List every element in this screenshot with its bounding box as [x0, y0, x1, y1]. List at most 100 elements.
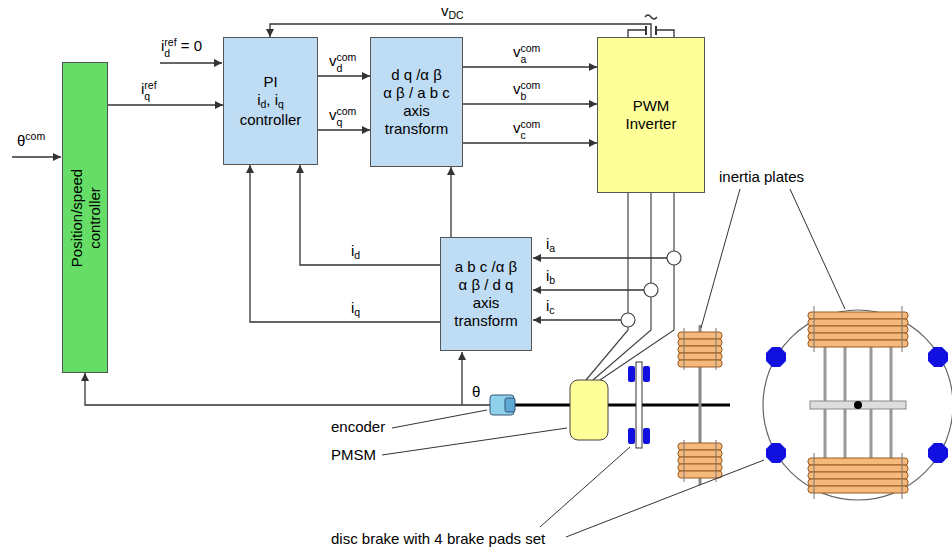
text-part: v: [513, 43, 521, 60]
signal-label: vdcom: [328, 52, 357, 73]
leader-line: [382, 189, 845, 537]
inverter-box: PWM Inverter: [597, 37, 705, 193]
inertia-plate: [716, 440, 717, 482]
text-part: encoder: [331, 418, 385, 435]
inertia-plate: [678, 325, 722, 485]
text-part: inertia plates: [719, 168, 804, 185]
script-stack: dref: [164, 37, 176, 58]
superscript: com: [521, 43, 541, 54]
current-sensor: [667, 251, 681, 265]
signal-arrow: [300, 165, 440, 265]
feedback-line: [85, 352, 490, 405]
signal-arrow: [108, 104, 223, 105]
text-part: i: [351, 299, 354, 316]
inertia-plate: [678, 346, 722, 353]
text-part: PWM: [633, 97, 670, 114]
signal-arrow: [318, 75, 370, 76]
pmsm-motor: [570, 380, 608, 440]
input-arrow: [160, 62, 222, 63]
inertia-plate: [678, 443, 722, 450]
signal-arrow: [463, 142, 597, 143]
inertia-plate: [808, 479, 908, 486]
subscript: d: [164, 48, 176, 59]
part-label: disc brake with 4 brake pads set: [330, 530, 546, 548]
sensor-arrow: [533, 257, 667, 258]
inertia-plate: [678, 464, 722, 471]
text-part: PMSM: [331, 446, 376, 463]
mounting-bolt: [766, 347, 786, 367]
part-label: inertia plates: [718, 168, 805, 186]
inertia-plate: [814, 453, 815, 499]
current-sensor: [644, 283, 658, 297]
script-stack: qcom: [337, 106, 357, 127]
inertia-plate: [808, 472, 908, 479]
transform-box: d q /α β α β / a b c axis transform: [370, 37, 463, 167]
script-stack: bcom: [521, 80, 541, 101]
subscript: q: [354, 306, 360, 318]
inertia-plate: [684, 328, 685, 370]
inertia-plate: [808, 319, 908, 326]
text-part: controller: [85, 187, 102, 249]
sensor-arrow: [533, 289, 644, 290]
mounting-bolt: [766, 443, 786, 463]
subscript: q: [278, 98, 284, 110]
subscript: DC: [449, 9, 464, 21]
signal-label: vDC: [440, 2, 465, 22]
brake-disc: [636, 362, 642, 448]
inertia-plate: [678, 360, 722, 367]
signal-arrow: [450, 167, 451, 237]
text-part: d q /α β: [391, 66, 442, 83]
leader-line: [701, 189, 740, 328]
leader-line: [540, 447, 630, 527]
text-part: i: [257, 91, 260, 108]
signal-arrow: [250, 165, 440, 322]
signal-arrow: [463, 66, 597, 67]
signal-label: vccom: [512, 119, 541, 140]
text-part: i: [546, 267, 549, 284]
text-part: Inverter: [626, 115, 677, 132]
text-part: α β / a b c: [383, 84, 450, 101]
text-part: a b c /α β: [455, 258, 517, 275]
inertia-plate: [902, 453, 903, 499]
encoder-symbol: [490, 395, 515, 415]
text-part: v: [441, 2, 449, 19]
text-part: i: [161, 37, 164, 54]
text-part: v: [513, 119, 521, 136]
signal-label: id: [350, 242, 361, 262]
inertia-plate: [808, 340, 908, 347]
node-text: Position/speed controller: [67, 168, 103, 266]
signal-arrow: [463, 103, 597, 104]
brake-pad: [628, 366, 635, 382]
node-text: id, iq controller: [240, 91, 302, 129]
input-arrow: [12, 156, 61, 157]
signal-label: iq: [350, 299, 361, 319]
inertia-plate: [808, 458, 908, 465]
subscript: c: [521, 130, 541, 141]
script-stack: ccom: [521, 119, 541, 140]
phase-wire: [586, 193, 674, 380]
inertia-plate: [678, 353, 722, 360]
brake-disc: [636, 362, 642, 448]
text-part: i: [141, 80, 144, 97]
text-part: axis: [403, 102, 430, 119]
text-part: , i: [266, 91, 278, 108]
brake-pad: [628, 366, 650, 444]
text-part: θ: [17, 132, 25, 149]
inertia-plate: [678, 471, 722, 478]
inertia-plate: [678, 339, 722, 346]
rotated-text: Position/speed controller: [62, 62, 108, 373]
subscript: d: [260, 98, 266, 110]
feedback-line: [461, 352, 462, 405]
subscript: a: [521, 54, 541, 65]
text-part: i: [546, 297, 549, 314]
text-part: transform: [385, 120, 448, 137]
flywheel-outline: [763, 310, 952, 500]
brake-pad: [643, 366, 650, 382]
capacitor-symbol: [655, 26, 657, 35]
signal-arrow: [270, 24, 651, 37]
controller-box: Position/speed controller: [62, 62, 108, 373]
inertia-plate: [808, 486, 908, 493]
leader-line: [382, 428, 567, 455]
superscript: com: [337, 52, 357, 63]
